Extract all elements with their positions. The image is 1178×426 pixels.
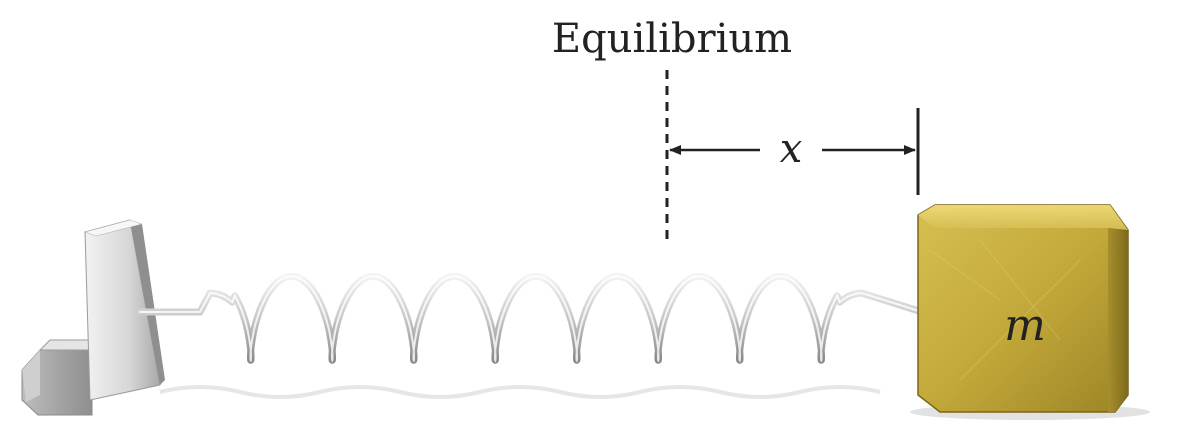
- spring-highlight: [139, 275, 923, 363]
- mass-block: [917, 204, 1129, 413]
- displacement-label: x: [780, 126, 803, 172]
- equilibrium-label: Equilibrium: [552, 16, 792, 62]
- spring-shadow: [159, 385, 881, 399]
- mass-label: m: [1004, 300, 1046, 351]
- wall-support: [21, 219, 165, 416]
